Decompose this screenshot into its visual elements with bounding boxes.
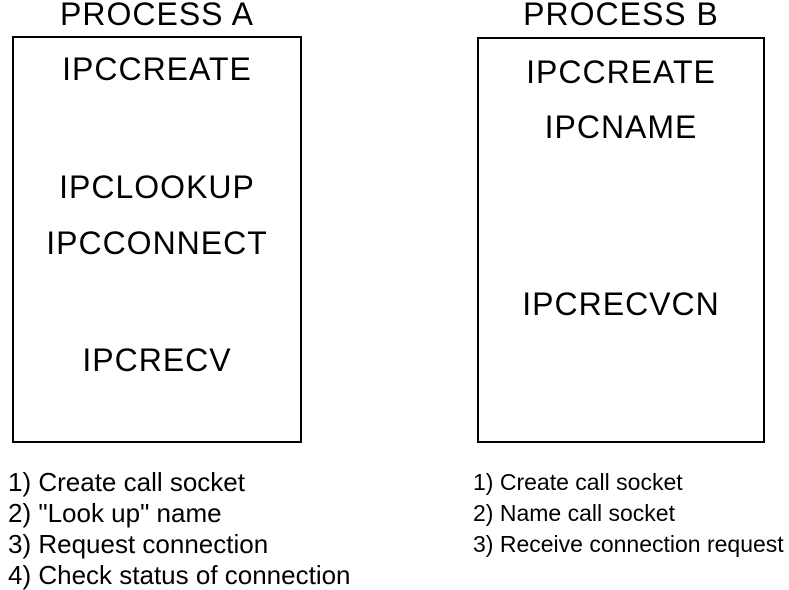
step-item-a-3: 3) Request connection [8,529,269,559]
step-item-b-3: 3) Receive connection request [473,531,784,557]
call-label-ipccreate-b: IPCCREATE [526,54,716,90]
process-a-steps: 1) Create call socket 2) "Look up" name … [8,467,351,590]
call-label-ipccreate-a: IPCCREATE [62,51,252,87]
call-label-ipcname: IPCNAME [544,109,698,145]
process-b-box: IPCCREATE IPCNAME IPCRECVCN [477,37,765,443]
step-item-b-1: 1) Create call socket [473,469,683,495]
step-item-a-4: 4) Check status of connection [8,560,351,590]
process-b-steps: 1) Create call socket 2) Name call socke… [473,467,784,560]
process-a-box: IPCCREATE IPCLOOKUP IPCCONNECT IPCRECV [12,36,302,443]
call-label-ipcrecvcn: IPCRECVCN [522,286,720,322]
step-item-a-1: 1) Create call socket [8,467,245,497]
process-a-title: PROCESS A [60,0,254,32]
step-item-b-2: 2) Name call socket [473,500,675,526]
process-b-title: PROCESS B [523,0,719,32]
call-label-ipcconnect: IPCCONNECT [46,225,268,261]
call-label-ipcrecv: IPCRECV [82,342,232,378]
call-label-ipclookup: IPCLOOKUP [59,169,255,205]
step-item-a-2: 2) "Look up" name [8,498,222,528]
